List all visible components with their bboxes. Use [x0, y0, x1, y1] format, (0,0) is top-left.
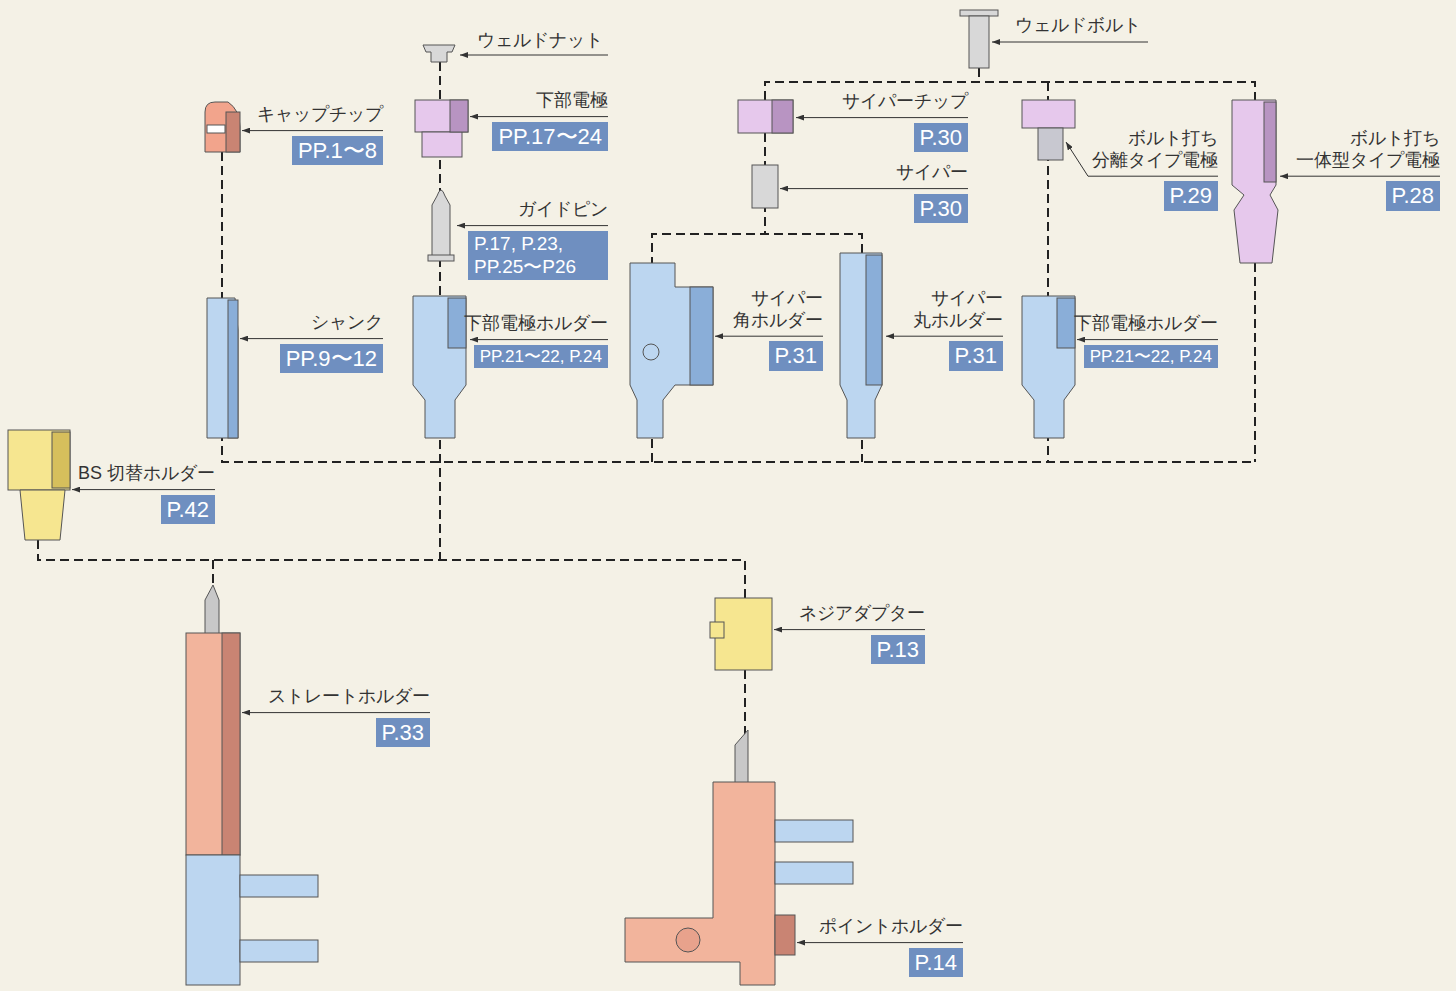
bolt-integrated-electrode	[1232, 100, 1278, 263]
lower-holder-b	[1022, 296, 1075, 438]
part-callout: サイパー 角ホルダー P.31	[733, 288, 823, 371]
page-number: P.17, P.23, PP.25〜P26	[468, 231, 608, 281]
leader-line	[780, 188, 968, 189]
part-callout: ボルト打ち 一体型タイプ電極 P.28	[1296, 128, 1440, 211]
part-callout: ネジアダプター P.13	[799, 603, 925, 664]
leader-line	[715, 336, 823, 337]
weld-bolt	[960, 10, 998, 68]
part-name: 下部電極ホルダー	[1074, 313, 1218, 335]
part-callout: 下部電極ホルダー PP.21〜22, P.24	[464, 313, 608, 368]
part-name: ボルト打ち 一体型タイプ電極	[1296, 128, 1440, 171]
part-name: シャンク	[311, 312, 383, 334]
part-callout: ガイドピン P.17, P.23, PP.25〜P26	[468, 199, 608, 280]
page-number: PP.17〜24	[492, 122, 608, 152]
part-name: サイパー 角ホルダー	[733, 288, 823, 331]
straight-holder	[186, 585, 318, 985]
leader-line	[1280, 176, 1440, 177]
part-callout: ボルト打ち 分離タイプ電極 P.29	[1092, 128, 1218, 211]
leader-line	[72, 489, 215, 490]
bs-switch-holder	[8, 430, 70, 540]
page-number: P.13	[871, 635, 925, 665]
page-number: P.31	[949, 341, 1003, 371]
part-name: ボルト打ち 分離タイプ電極	[1092, 128, 1218, 171]
leader-line	[242, 712, 430, 713]
page-number: PP.9〜12	[280, 344, 383, 374]
part-callout: サイパー 丸ホルダー P.31	[913, 288, 1003, 371]
cap-tip	[205, 102, 240, 152]
part-name: ガイドピン	[518, 199, 608, 221]
screw-adapter	[710, 598, 772, 670]
page-number: PP.21〜22, P.24	[1084, 345, 1218, 368]
page-number: P.31	[769, 341, 823, 371]
part-name: サイパー	[896, 162, 968, 184]
leader-line	[457, 225, 608, 226]
page-number: P.33	[376, 718, 430, 748]
part-name: ネジアダプター	[799, 603, 925, 625]
page-number: P.29	[1164, 181, 1218, 211]
part-callout: ストレートホルダー P.33	[268, 686, 430, 747]
page-number: P.42	[161, 495, 215, 525]
saipa-square-holder	[630, 263, 713, 438]
lower-electrode	[415, 100, 468, 157]
part-label: ウェルドナット	[477, 30, 603, 52]
part-callout: サイパーチップ P.30	[842, 91, 968, 152]
shank	[207, 298, 238, 438]
point-holder	[625, 730, 853, 985]
leader-line	[240, 338, 383, 339]
page-number: P.28	[1386, 181, 1440, 211]
leader-line	[242, 130, 383, 131]
part-name: BS 切替ホルダー	[78, 463, 215, 485]
leader-line	[886, 336, 1003, 337]
part-name: 下部電極	[536, 90, 608, 112]
part-name: サイパーチップ	[842, 91, 968, 113]
saipa-tip	[738, 100, 793, 133]
leader-line	[470, 116, 608, 117]
part-name: 下部電極ホルダー	[464, 313, 608, 335]
page-number: P.30	[914, 194, 968, 224]
part-callout: 下部電極ホルダー PP.21〜22, P.24	[1074, 313, 1218, 368]
part-callout: サイパー P.30	[896, 162, 968, 223]
part-callout: ポイントホルダー P.14	[819, 916, 963, 977]
guide-pin	[428, 190, 454, 261]
part-name: サイパー 丸ホルダー	[913, 288, 1003, 331]
part-callout: BS 切替ホルダー P.42	[78, 463, 215, 524]
page-number: PP.21〜22, P.24	[474, 345, 608, 368]
leader-line	[797, 942, 963, 943]
part-label: ウェルドボルト	[1015, 15, 1141, 37]
leader-line	[1077, 339, 1218, 340]
part-callout: 下部電極 PP.17〜24	[492, 90, 608, 151]
saipa	[752, 165, 778, 208]
bolt-separate-electrode	[1022, 100, 1075, 160]
part-name: ポイントホルダー	[819, 916, 963, 938]
part-name: キャップチップ	[257, 104, 383, 126]
part-callout: キャップチップ PP.1〜8	[257, 104, 383, 165]
lower-holder-a	[413, 296, 466, 438]
leader-line	[774, 629, 925, 630]
page-number: P.30	[914, 123, 968, 153]
part-name: ストレートホルダー	[268, 686, 430, 708]
page-number: PP.1〜8	[292, 136, 383, 166]
weld-nut	[423, 45, 455, 62]
page-number: P.14	[909, 948, 963, 978]
leader-line	[796, 117, 968, 118]
leader-line	[470, 339, 608, 340]
part-callout: シャンク PP.9〜12	[280, 312, 383, 373]
saipa-round-holder	[840, 253, 882, 438]
